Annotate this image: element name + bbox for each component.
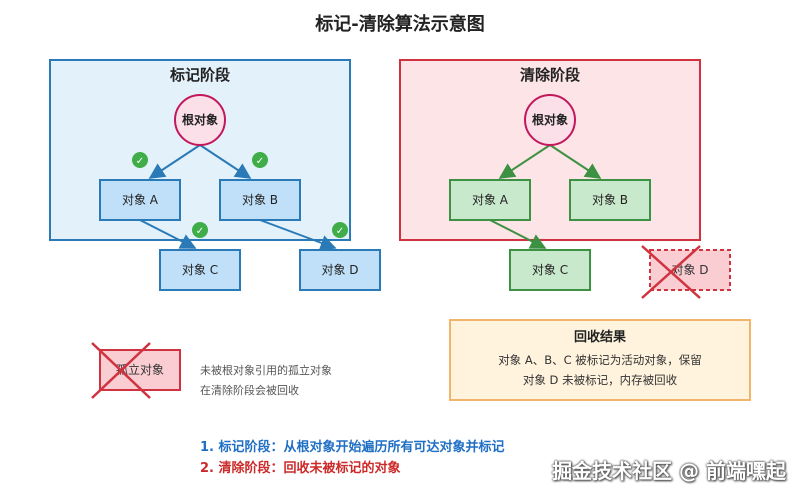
mark-node-a-label: 对象 A [122, 193, 159, 207]
sweep-node-d-reclaimed [649, 249, 731, 291]
cross-icon [91, 342, 151, 399]
mark-node-c-label: 对象 C [182, 263, 218, 277]
mark-node-d-label: 对象 D [321, 263, 358, 277]
watermark: 掘金技术社区 @ 前端嘿起 [552, 459, 786, 483]
svg-text:✓: ✓ [136, 156, 144, 167]
sweep-edge-a-c [489, 219, 547, 249]
legend-isolated-box [99, 349, 181, 391]
note-step1: 1. 标记阶段：从根对象开始遍历所有可达对象并标记 [200, 440, 505, 455]
mark-node-b [219, 179, 301, 221]
sweep-node-b-label: 对象 B [592, 193, 628, 207]
check-icon: ✓ [132, 152, 148, 168]
svg-text:✓: ✓ [196, 226, 204, 237]
result-line1: 对象 A、B、C 被标记为活动对象，保留 [498, 353, 702, 367]
mark-root-node [174, 94, 226, 146]
mark-node-a [99, 179, 181, 221]
mark-root-label: 根对象 [182, 112, 218, 127]
legend-desc-line2: 在清除阶段会被回收 [200, 383, 299, 397]
sweep-root-label: 根对象 [532, 112, 568, 127]
mark-phase-panel [49, 59, 351, 241]
sweep-phase-label: 清除阶段 [520, 66, 580, 84]
svg-text:✓: ✓ [256, 156, 264, 167]
sweep-node-b [569, 179, 651, 221]
result-title: 回收结果 [574, 329, 626, 345]
sweep-root-node [524, 94, 576, 146]
cross-icon [641, 245, 701, 299]
result-box [449, 319, 751, 401]
mark-edge-a-c [139, 219, 197, 249]
result-line2: 对象 D 未被标记，内存被回收 [523, 373, 678, 387]
svg-text:✓: ✓ [336, 226, 344, 237]
sweep-node-a-label: 对象 A [472, 193, 509, 207]
sweep-edge-root-b [549, 144, 602, 179]
mark-edge-root-a [148, 144, 201, 179]
mark-node-c [159, 249, 241, 291]
sweep-node-d-label: 对象 D [671, 263, 708, 277]
sweep-node-c-label: 对象 C [532, 263, 568, 277]
mark-node-b-label: 对象 B [242, 193, 278, 207]
mark-edge-root-b [199, 144, 252, 179]
mark-edge-b-d [259, 219, 337, 251]
legend-desc-line1: 未被根对象引用的孤立对象 [200, 363, 332, 377]
note-step2: 2. 清除阶段：回收未被标记的对象 [200, 461, 401, 476]
legend-isolated-label: 孤立对象 [116, 362, 164, 377]
check-icon: ✓ [252, 152, 268, 168]
mark-node-d [299, 249, 381, 291]
sweep-node-c [509, 249, 591, 291]
check-icon: ✓ [332, 222, 348, 238]
sweep-edge-root-a [498, 144, 551, 179]
mark-phase-label: 标记阶段 [169, 66, 230, 84]
diagram-title: 标记-清除算法示意图 [314, 13, 484, 35]
sweep-phase-panel [399, 59, 701, 241]
check-icon: ✓ [192, 222, 208, 238]
sweep-node-a [449, 179, 531, 221]
